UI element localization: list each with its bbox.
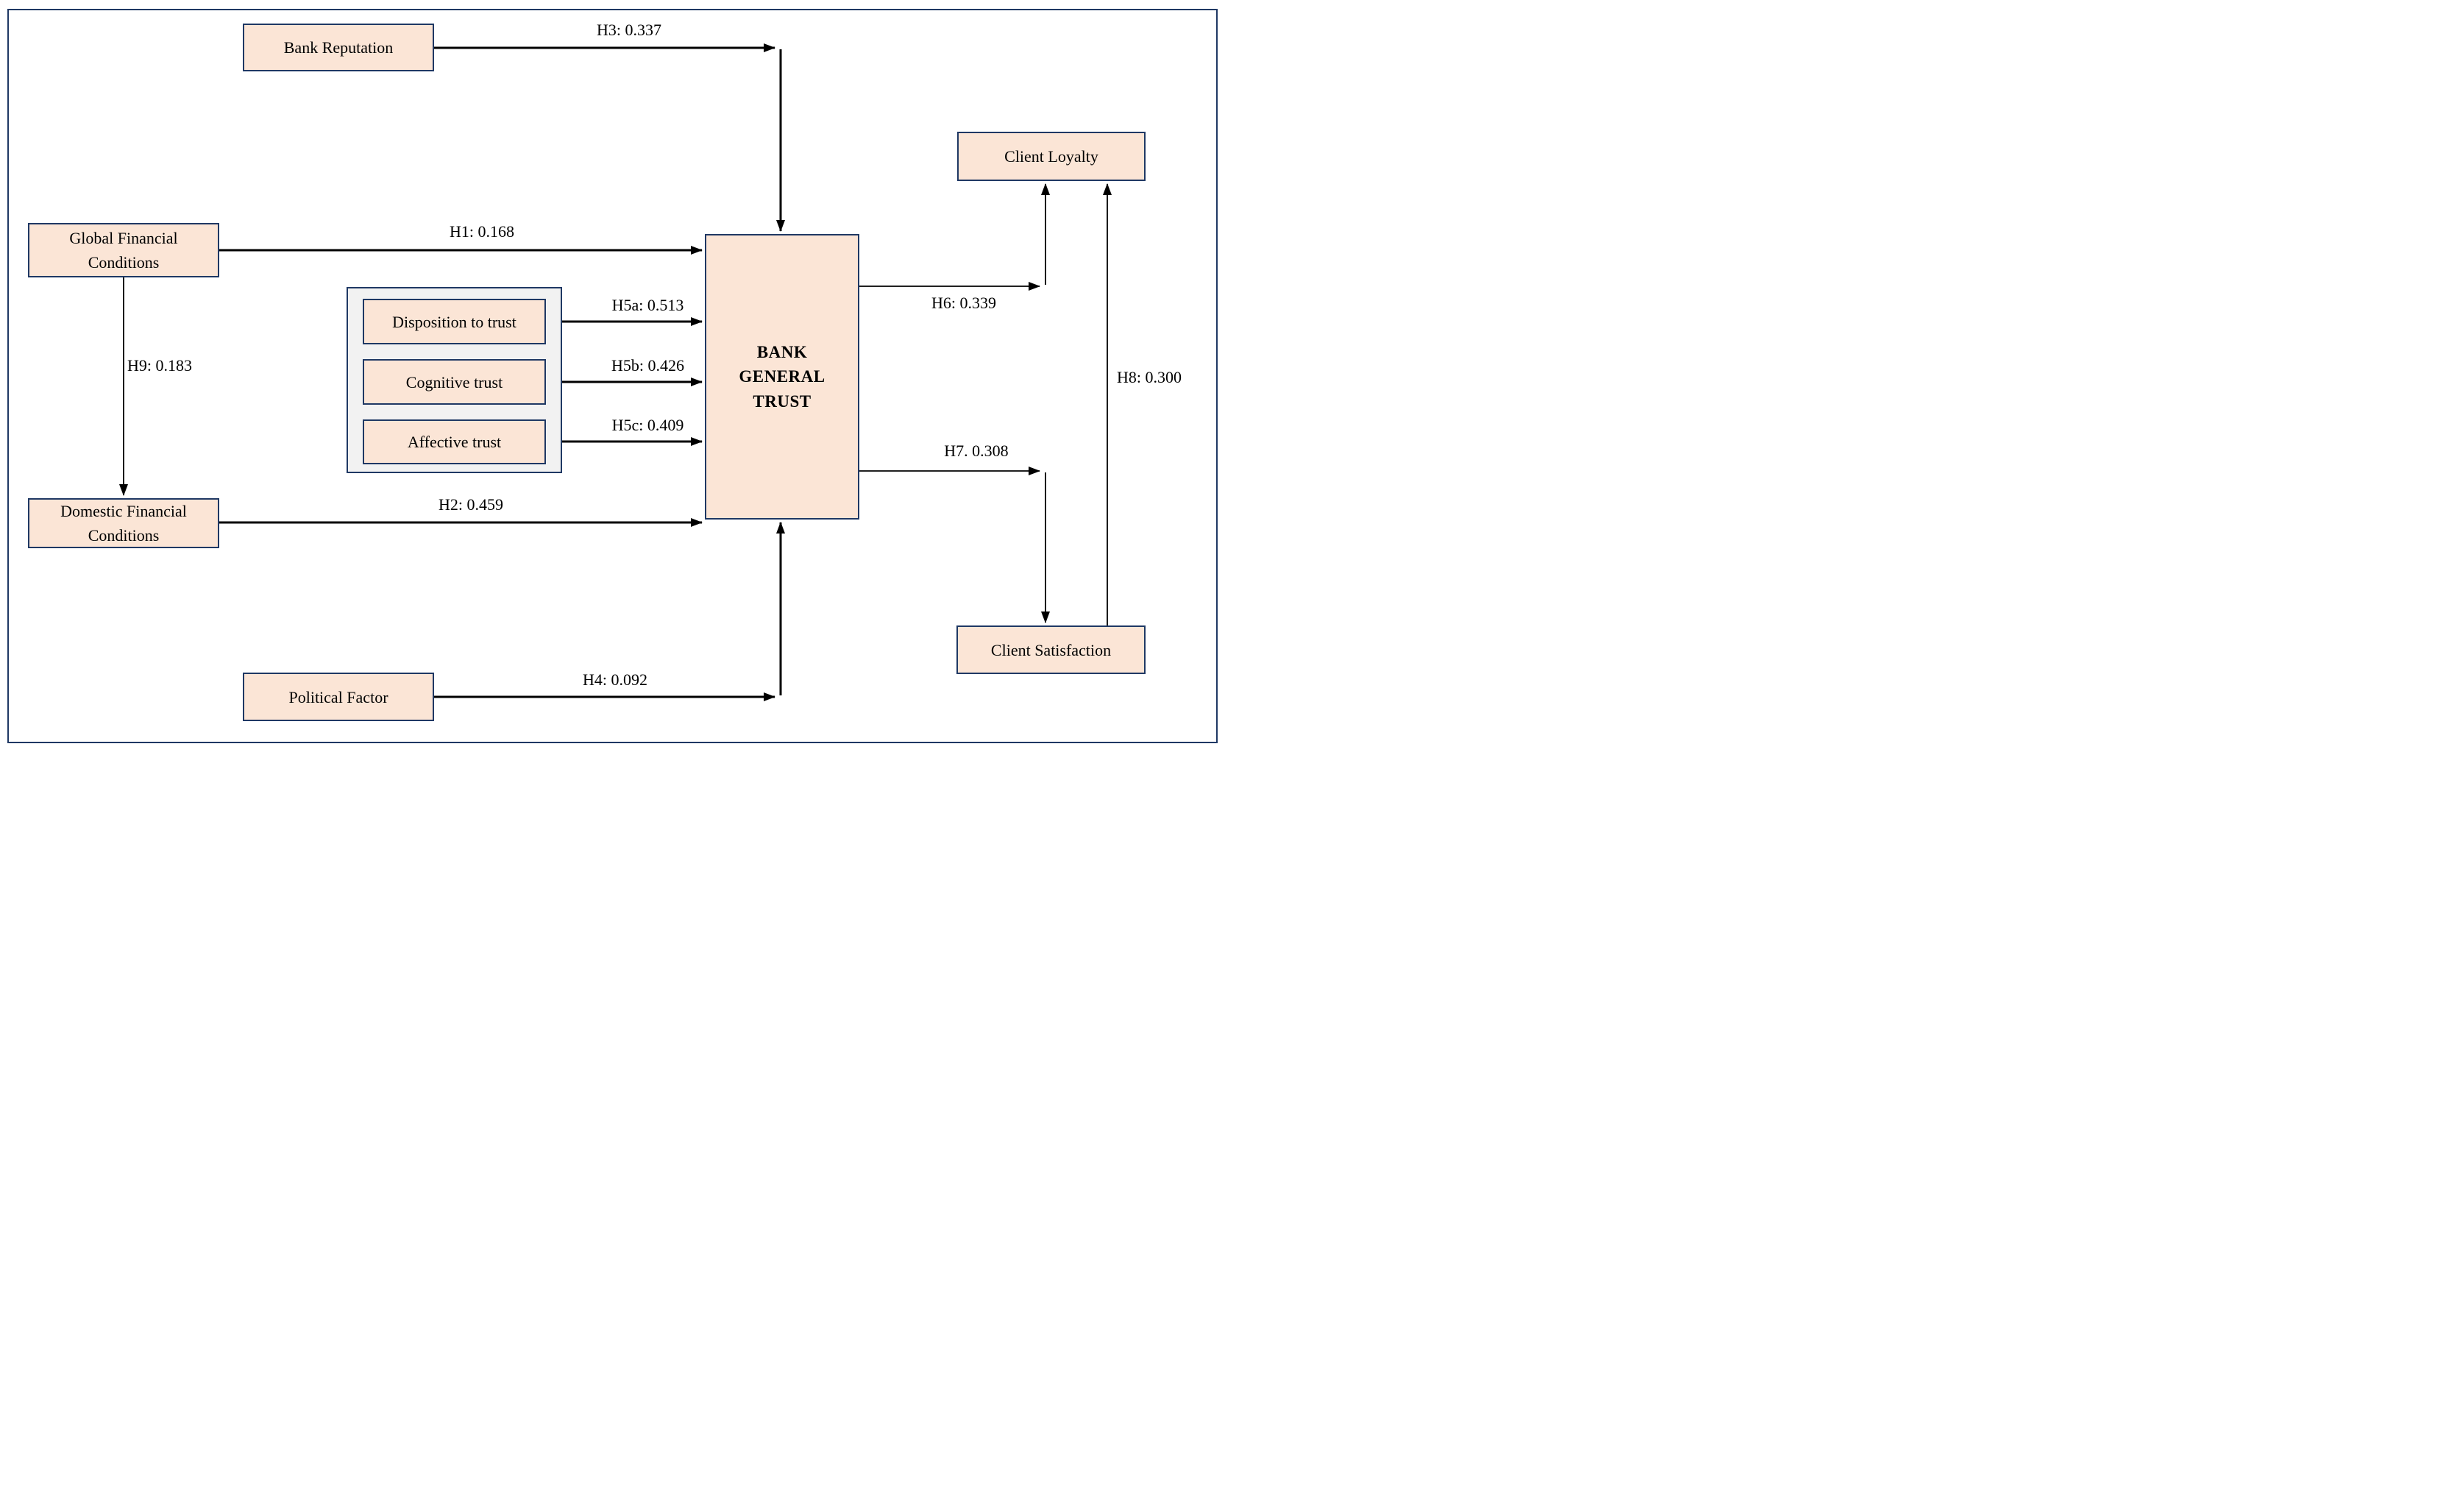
node-label: Disposition to trust [392, 312, 516, 331]
path-label-h1: H1: 0.168 [450, 222, 514, 241]
diagram-canvas: Bank Reputation Client Loyalty Global Fi… [0, 0, 1232, 755]
node-label: Cognitive trust [405, 372, 503, 391]
node-label: Affective trust [407, 433, 502, 451]
node-client-satisfaction: Client Satisfaction [956, 625, 1146, 674]
path-label-h4: H4: 0.092 [583, 670, 647, 689]
path-label-h5a: H5a: 0.513 [611, 296, 684, 314]
node-bank-general-trust: BANK GENERAL TRUST [705, 234, 859, 520]
node-label: Client Loyalty [1004, 147, 1098, 166]
node-political-factor: Political Factor [243, 673, 434, 721]
path-label-h5c: H5c: 0.409 [611, 416, 684, 434]
node-cognitive-trust: Cognitive trust [363, 359, 546, 405]
path-label-h7: H7. 0.308 [944, 442, 1009, 460]
path-label-h5b: H5b: 0.426 [611, 356, 684, 375]
node-domestic-financial-conditions: Domestic Financial Conditions [28, 498, 219, 548]
path-label-h6: H6: 0.339 [931, 294, 996, 312]
node-label: BANK GENERAL TRUST [739, 342, 826, 411]
node-label: Global Financial Conditions [69, 229, 178, 272]
path-label-h9: H9: 0.183 [127, 356, 192, 375]
node-affective-trust: Affective trust [363, 419, 546, 464]
path-label-h2: H2: 0.459 [439, 495, 503, 514]
node-label: Domestic Financial Conditions [60, 502, 187, 545]
node-label: Client Satisfaction [990, 640, 1112, 659]
path-label-h3: H3: 0.337 [597, 21, 661, 39]
path-label-h8: H8: 0.300 [1117, 368, 1182, 386]
node-client-loyalty: Client Loyalty [957, 132, 1146, 181]
figure-border [7, 9, 1218, 743]
node-label: Political Factor [288, 687, 388, 706]
node-global-financial-conditions: Global Financial Conditions [28, 223, 219, 277]
node-label: Bank Reputation [283, 38, 394, 57]
node-disposition-to-trust: Disposition to trust [363, 299, 546, 344]
node-bank-reputation: Bank Reputation [243, 24, 434, 71]
